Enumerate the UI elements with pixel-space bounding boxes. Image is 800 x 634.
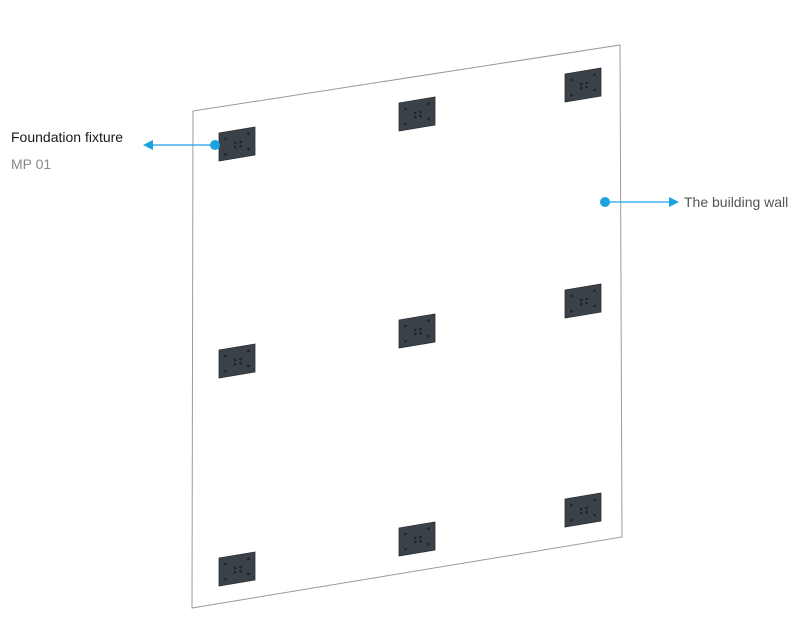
plate-bolt	[239, 565, 242, 569]
plate-bolt	[413, 111, 417, 115]
plate-bolt	[224, 153, 227, 156]
plate-bolt	[224, 578, 227, 581]
plate-bolt	[239, 357, 242, 361]
fixture-plate	[398, 521, 436, 557]
plate-bolt	[579, 302, 583, 306]
plate-bolt	[239, 361, 242, 365]
plate-bolt	[404, 548, 407, 551]
plate-bolt	[593, 498, 596, 502]
fixture-callout-dot	[210, 140, 220, 150]
fixture-plate	[218, 551, 256, 587]
plate-bolt	[585, 510, 588, 514]
plate-bolt	[593, 88, 596, 92]
plate-bolt	[427, 542, 430, 546]
plate-bolt	[570, 94, 573, 97]
fixture-plate	[218, 126, 256, 162]
fixture-plate	[398, 96, 436, 132]
plate-bolt	[233, 362, 237, 366]
plate-bolt	[233, 145, 237, 149]
plate-bolt	[239, 140, 242, 144]
plate-bolt	[233, 570, 237, 574]
plate-bolt	[593, 289, 596, 293]
plate-bolt	[579, 507, 583, 511]
plate-bolt	[427, 334, 430, 338]
plate-bolt	[233, 566, 237, 570]
wall-callout-arrowhead	[669, 197, 679, 207]
plate-bolt	[427, 117, 430, 121]
plate-bolt	[570, 519, 573, 522]
plate-bolt	[239, 569, 242, 573]
plate-bolt	[579, 82, 583, 86]
plate-bolt	[427, 102, 430, 105]
plate-bolt	[593, 73, 596, 76]
plate-bolt	[570, 503, 573, 507]
fixture-plates	[218, 67, 602, 587]
plate-bolt	[404, 340, 407, 343]
plate-bolt	[413, 332, 417, 336]
plate-bolt	[413, 540, 417, 544]
plate-bolt	[224, 562, 227, 566]
plate-bolt	[419, 114, 422, 118]
wall-label: The building wall	[684, 194, 789, 210]
plate-bolt	[579, 86, 583, 90]
plate-bolt	[419, 539, 422, 543]
plate-bolt	[239, 144, 242, 148]
plate-bolt	[224, 370, 227, 373]
plate-bolt	[585, 301, 588, 305]
fixture-callout-arrowhead	[143, 140, 153, 150]
fixture-title: Foundation fixture	[11, 129, 124, 145]
fixture-plate	[564, 283, 602, 319]
plate-bolt	[404, 324, 407, 328]
plate-bolt	[247, 132, 250, 135]
fixture-plate	[564, 67, 602, 103]
plate-bolt	[413, 328, 417, 332]
plate-bolt	[247, 147, 250, 151]
plate-bolt	[570, 78, 573, 82]
plate-bolt	[585, 81, 588, 85]
wall-callout-dot	[600, 197, 610, 207]
plate-bolt	[427, 319, 430, 323]
plate-bolt	[247, 349, 250, 353]
plate-bolt	[247, 572, 250, 576]
plate-bolt	[404, 123, 407, 126]
plate-bolt	[404, 532, 407, 536]
plate-bolt	[570, 310, 573, 313]
plate-bolt	[404, 107, 407, 111]
plate-bolt	[233, 358, 237, 362]
plate-bolt	[570, 294, 573, 298]
plate-bolt	[579, 511, 583, 515]
plate-bolt	[224, 137, 227, 141]
fixture-code: MP 01	[11, 156, 52, 172]
plate-bolt	[224, 354, 227, 358]
plate-bolt	[579, 298, 583, 302]
fixture-plate	[564, 492, 602, 528]
plate-bolt	[585, 85, 588, 89]
fixture-plate	[398, 313, 436, 349]
plate-bolt	[593, 513, 596, 517]
plate-bolt	[413, 536, 417, 540]
plate-bolt	[419, 327, 422, 331]
plate-bolt	[419, 535, 422, 539]
plate-bolt	[233, 141, 237, 145]
plate-bolt	[585, 297, 588, 301]
plate-bolt	[593, 304, 596, 308]
plate-bolt	[419, 331, 422, 335]
plate-bolt	[247, 364, 250, 368]
fixture-plate	[218, 343, 256, 379]
plate-bolt	[427, 527, 430, 530]
plate-bolt	[247, 557, 250, 560]
plate-bolt	[419, 110, 422, 114]
plate-bolt	[413, 115, 417, 119]
plate-bolt	[585, 506, 588, 510]
